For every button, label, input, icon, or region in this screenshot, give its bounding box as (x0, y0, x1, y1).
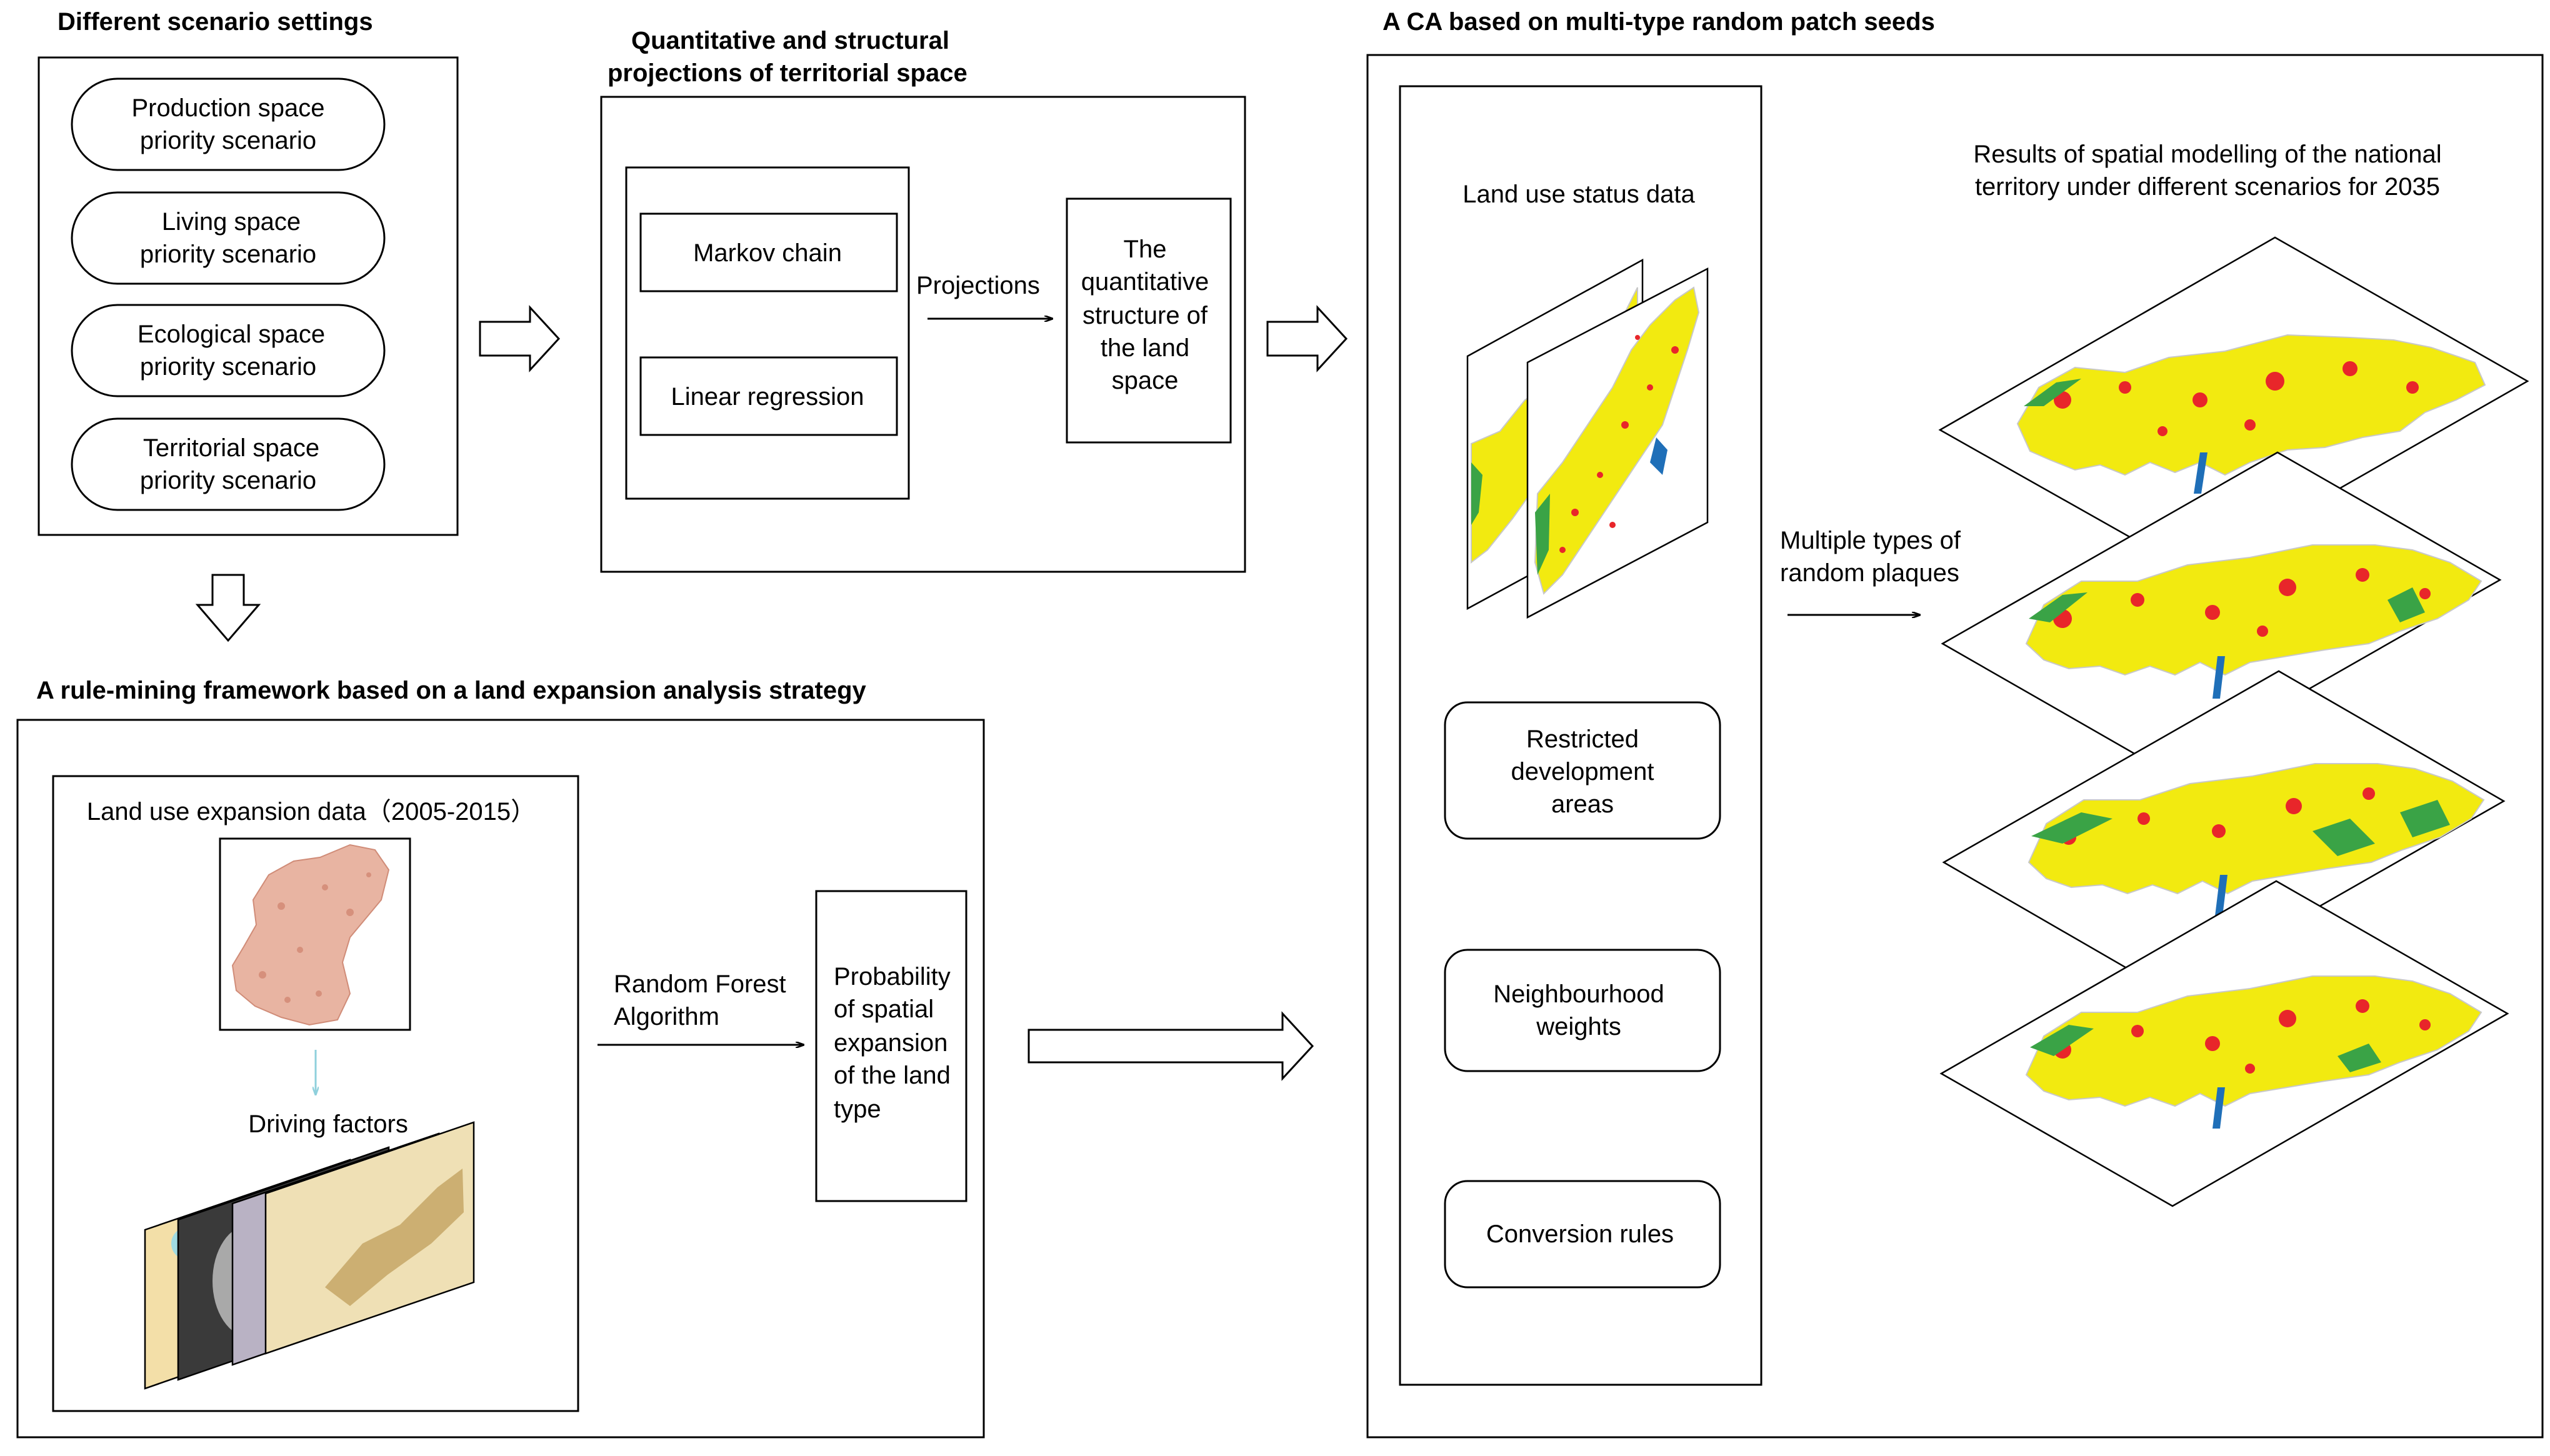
probability-label: of the land (834, 1062, 951, 1089)
hollow-arrow-down-icon (195, 574, 261, 642)
scenario-label: Living space (162, 208, 301, 236)
projection-panel (600, 96, 1246, 573)
neighbourhood-label: weights (1536, 1013, 1621, 1040)
land-use-status-maps (1466, 258, 1709, 619)
status-data-label: Land use status data (1462, 181, 1695, 208)
expansion-map-frame (219, 837, 411, 1031)
factor-layer (264, 1121, 475, 1355)
scenario-panel (38, 56, 459, 536)
projections-arrow-label: Projections (916, 272, 1040, 299)
status-map-green (1471, 462, 1482, 525)
scenario-settings-header: Different scenario settings (58, 8, 373, 36)
restricted-label: development (1511, 758, 1654, 785)
scenario-label: Production space (131, 94, 324, 122)
scenario-label: priority scenario (140, 353, 316, 381)
scenario-label: priority scenario (140, 467, 316, 494)
scenario-production: Production space priority scenario (71, 77, 386, 171)
expansion-map-speckles (259, 872, 371, 1003)
quantitative-structure-box (1066, 197, 1232, 444)
results-label: territory under different scenarios for … (1975, 173, 2440, 201)
algorithm-label: Algorithm (614, 1003, 719, 1030)
restricted-label: areas (1551, 790, 1614, 818)
probability-label: of spatial (834, 995, 934, 1023)
status-map-water (1650, 437, 1668, 475)
scenario-label: priority scenario (140, 241, 316, 268)
linear-regression-box (639, 356, 898, 436)
probability-label: expansion (834, 1029, 948, 1057)
probability-label: type (834, 1095, 881, 1123)
scenario-result-map-2 (1941, 451, 2502, 772)
structure-label: space (1112, 367, 1179, 394)
scenario-label: priority scenario (140, 127, 316, 154)
restricted-areas-box (1444, 701, 1721, 840)
scenario-label: Ecological space (138, 321, 325, 348)
structure-label: The (1124, 236, 1167, 263)
scenario-result-map-3 (1942, 670, 2506, 994)
neighbourhood-label: Neighbourhood (1493, 980, 1664, 1008)
algorithm-label: Random Forest (614, 970, 786, 998)
result-map-shape (2016, 334, 2486, 476)
markov-chain-label: Markov chain (693, 239, 842, 267)
ca-model-header: A CA based on multi-type random patch se… (1382, 8, 1935, 36)
ca-panel (1366, 54, 2544, 1439)
scenario-living: Living space priority scenario (71, 191, 386, 285)
linear-regression-label: Linear regression (671, 383, 864, 411)
ca-inputs-column (1399, 85, 1762, 1386)
results-label: Results of spatial modelling of the nati… (1973, 141, 2441, 168)
structure-label: structure of (1082, 302, 1208, 329)
driving-factor-layers (144, 1121, 475, 1390)
markov-chain-box (639, 212, 898, 292)
restricted-label: Restricted (1526, 726, 1639, 753)
hollow-arrow-right-icon (1266, 305, 1348, 372)
plaques-label: random plaques (1780, 559, 1959, 587)
rule-mining-header: A rule-mining framework based on a land … (36, 677, 867, 704)
scenario-result-map-1 (1938, 236, 2529, 574)
expansion-map-image (231, 844, 390, 1026)
status-map-shape (1534, 286, 1700, 595)
driving-factors-label: Driving factors (248, 1110, 408, 1138)
scenario-territorial: Territorial space priority scenario (71, 417, 386, 511)
conversion-label: Conversion rules (1486, 1220, 1674, 1248)
neighbourhood-weights-box (1444, 949, 1721, 1072)
status-map-hotspots (1559, 335, 1679, 553)
scenario-ecological: Ecological space priority scenario (71, 304, 386, 397)
conversion-rules-box (1444, 1180, 1721, 1289)
probability-box (815, 890, 968, 1202)
hollow-arrow-right-icon (1028, 1011, 1314, 1081)
scenario-result-map-4 (1939, 880, 2509, 1207)
factor-layer-terrain (325, 1169, 464, 1306)
projections-header-line1: Quantitative and structural (631, 27, 949, 54)
expansion-data-label: Land use expansion data（2005-2015） (87, 798, 536, 825)
structure-label: quantitative (1081, 268, 1209, 296)
plaques-label: Multiple types of (1780, 527, 1961, 554)
scenario-label: Territorial space (143, 434, 319, 462)
structure-label: the land (1101, 334, 1189, 362)
projection-methods-box (625, 166, 910, 500)
expansion-data-box (52, 775, 579, 1412)
hollow-arrow-right-icon (479, 305, 561, 372)
status-map-green (1535, 494, 1550, 575)
probability-label: Probability (834, 963, 951, 990)
projections-header-line2: projections of territorial space (608, 59, 968, 87)
rule-mining-panel (16, 719, 985, 1439)
